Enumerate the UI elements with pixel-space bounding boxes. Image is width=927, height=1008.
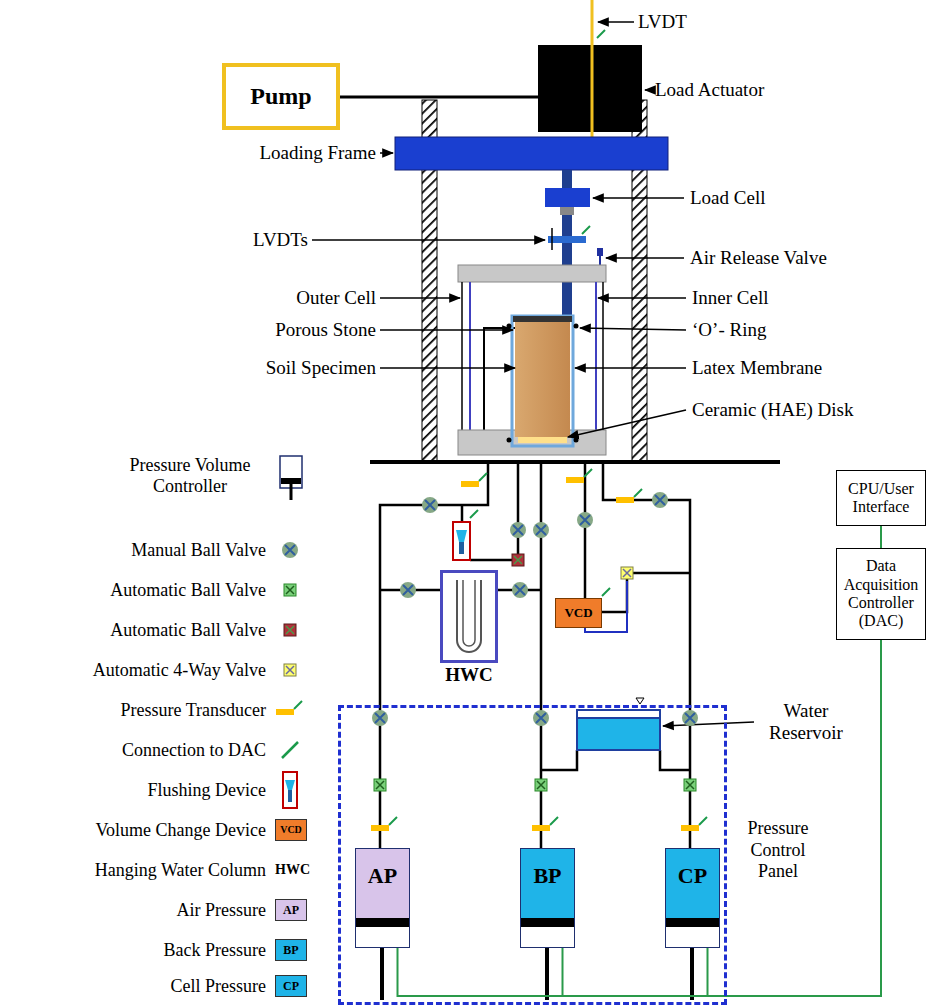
legend-text: Manual Ball Valve: [131, 540, 266, 561]
pump-box: Pump: [222, 63, 340, 130]
legend-swatch: CP: [275, 975, 307, 997]
signal-connector: [563, 640, 882, 996]
node-text: Pressure Control Panel: [732, 818, 824, 883]
part-label: Load Cell: [690, 187, 765, 209]
legend-swatch-text: VCD: [280, 825, 302, 835]
legend-text: Cell Pressure: [171, 976, 266, 997]
legend-text: Pressure Volume Controller: [110, 455, 270, 496]
part-label: Air Release Valve: [690, 247, 827, 269]
hanging-water-column: HWC: [440, 570, 498, 663]
node-text: Data Acquisition Controller (DAC): [840, 557, 922, 631]
part-label: Ceramic (HAE) Disk: [692, 399, 853, 421]
volume-change-device: VCD: [555, 598, 602, 628]
part-label: Outer Cell: [296, 287, 376, 309]
part-label: Soil Specimen: [266, 357, 376, 379]
part-label: Loading Frame: [259, 142, 376, 164]
air-pressure-controller: AP: [355, 848, 410, 948]
legend-swatch-text: BP: [283, 944, 298, 956]
legend-text: Volume Change Device: [95, 820, 266, 841]
legend-symbol-text: HWC: [275, 862, 310, 878]
back-pressure-controller: BP: [520, 848, 575, 948]
computer-box: CPU/User Interface: [836, 470, 926, 526]
legend-text: Automatic 4-Way Valve: [93, 660, 266, 681]
node-text: Pump: [250, 83, 311, 110]
part-label: Water Reservoir: [758, 700, 854, 744]
part-label: Porous Stone: [275, 319, 376, 341]
part-label: LVDT: [638, 11, 687, 33]
part-label: Latex Membrane: [692, 357, 822, 379]
legend-text: Pressure Transducer: [121, 700, 267, 721]
signal-connector: [398, 640, 882, 996]
part-label: Load Actuator: [655, 79, 764, 101]
node-text: HWC: [433, 664, 505, 686]
node-text: VCD: [564, 605, 592, 621]
legend-text: Hanging Water Column: [95, 860, 266, 881]
legend-swatch-text: AP: [283, 904, 299, 916]
node-text: CPU/User Interface: [840, 480, 922, 517]
part-label: LVDTs: [253, 229, 308, 251]
node-text: AP: [356, 863, 409, 889]
node-text: BP: [521, 863, 574, 889]
part-label: Inner Cell: [692, 287, 769, 309]
legend-text: Automatic Ball Valve: [110, 620, 266, 641]
legend-swatch: BP: [275, 939, 307, 961]
legend-text: Flushing Device: [148, 780, 267, 801]
legend-text: Back Pressure: [164, 940, 266, 961]
control-panel-region: Pressure Control PanelAPBPCP: [338, 705, 727, 1005]
legend-swatch: AP: [275, 899, 307, 921]
legend-swatch: VCD: [275, 819, 307, 841]
signal-connector: [708, 640, 882, 996]
legend-text: Air Pressure: [177, 900, 266, 921]
node-text: CP: [666, 863, 719, 889]
legend-text: Connection to DAC: [122, 740, 266, 761]
part-label: ‘O’- Ring: [692, 319, 766, 341]
legend-swatch-text: CP: [283, 980, 299, 992]
cell-pressure-controller: CP: [665, 848, 720, 948]
controller-box: Data Acquisition Controller (DAC): [836, 548, 926, 640]
signal-connector: [880, 526, 882, 548]
legend-text: Automatic Ball Valve: [110, 580, 266, 601]
